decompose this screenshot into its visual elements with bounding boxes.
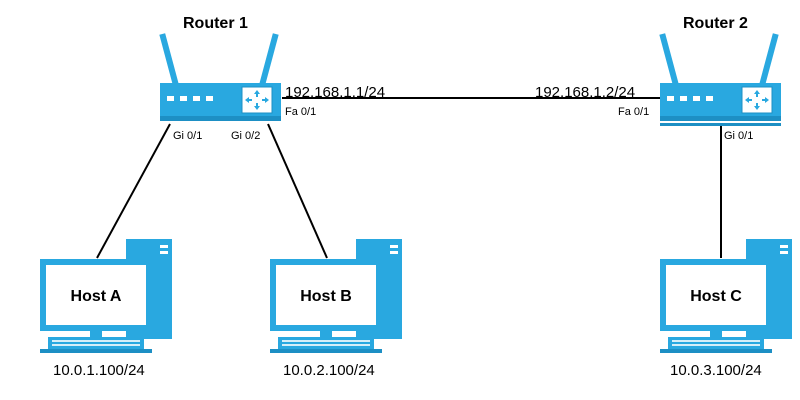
- router1-fa-label: Fa 0/1: [285, 106, 317, 118]
- router1-gi2-label: Gi 0/2: [231, 130, 261, 142]
- hostC-name: Host C: [690, 288, 742, 305]
- router2-fa-label: Fa 0/1: [618, 106, 650, 118]
- hostB-name: Host B: [300, 288, 352, 305]
- router2-gi1-label: Gi 0/1: [724, 130, 754, 142]
- hostA-name: Host A: [70, 288, 122, 305]
- router1-gi1-label: Gi 0/1: [173, 130, 203, 142]
- router2-link-ip: 192.168.1.2/24: [535, 84, 636, 101]
- computer-icon: [40, 239, 172, 353]
- router1-name: Router 1: [183, 15, 248, 32]
- computer-icon: [270, 239, 402, 353]
- computer-icon: [660, 239, 792, 353]
- router-icon: [159, 33, 281, 121]
- router2-name: Router 2: [683, 15, 748, 32]
- link-router1-hostB: [267, 123, 328, 259]
- router1-link-ip: 192.168.1.1/24: [285, 84, 386, 101]
- link-router1-hostA: [96, 123, 171, 259]
- router-icon: [659, 33, 781, 126]
- hostB-ip: 10.0.2.100/24: [283, 362, 375, 379]
- hostC-ip: 10.0.3.100/24: [670, 362, 762, 379]
- hostA-ip: 10.0.1.100/24: [53, 362, 145, 379]
